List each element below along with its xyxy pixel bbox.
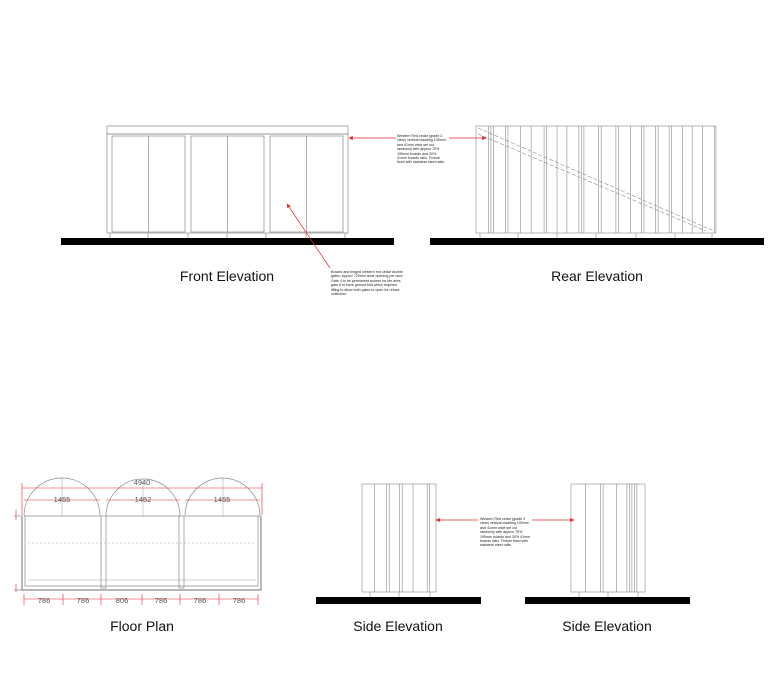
front-body [106, 133, 349, 234]
side-elevation-2-title: Side Elevation [562, 618, 652, 634]
front-ground-line [61, 238, 394, 245]
side-elevation-1-drawing [361, 483, 437, 598]
dim-gate-1: 786 [38, 596, 51, 605]
side-elevation-2-drawing [570, 483, 646, 598]
floor-plan-title: Floor Plan [110, 618, 174, 634]
dim-bay-3: 1455 [214, 495, 231, 504]
gates-leader [286, 203, 331, 269]
dim-bay-1: 1455 [54, 495, 71, 504]
dim-gate-4: 786 [155, 596, 168, 605]
dim-gate-2: 786 [77, 596, 90, 605]
front-elevation-title: Front Elevation [179, 268, 275, 284]
gates-note: Braced and ledged western red cedar doub… [331, 270, 404, 297]
side-1-ground-line [316, 597, 481, 604]
cladding-note-side: Western Red cedar (grade 2 clear) vertic… [480, 517, 531, 548]
floor-plan-drawing [14, 477, 262, 591]
front-roof-line [106, 125, 349, 135]
dim-bay-2: 1452 [135, 495, 152, 504]
rear-elevation-drawing [475, 125, 717, 238]
dim-overall: 4940 [134, 478, 151, 487]
side-elevation-1-title: Side Elevation [353, 618, 443, 634]
dim-gate-5: 786 [194, 596, 207, 605]
side-2-ground-line [525, 597, 690, 604]
rear-elevation-title: Rear Elevation [551, 268, 643, 284]
rear-ground-line [430, 238, 764, 245]
front-elevation-drawing [106, 125, 349, 238]
dim-gate-6: 786 [233, 596, 246, 605]
cladding-note-top: Western Red cedar (grade 2 clear) vertic… [397, 134, 446, 165]
dim-gate-3: 806 [116, 596, 129, 605]
floor-plan-dimensions [15, 483, 263, 605]
